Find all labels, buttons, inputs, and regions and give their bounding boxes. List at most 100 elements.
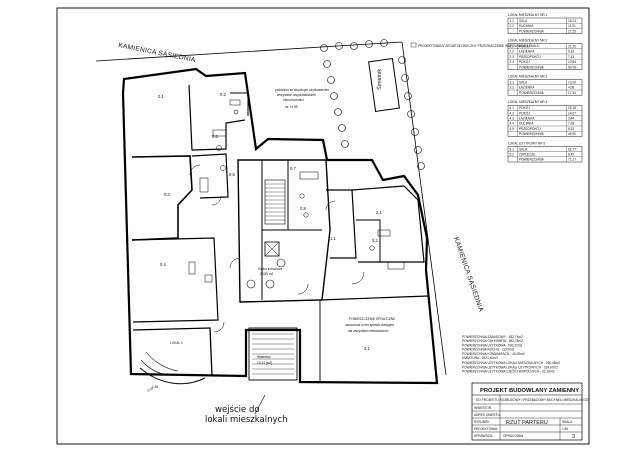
- room-label-2-1: 2.1: [376, 210, 382, 215]
- elevator-shaft: [264, 241, 280, 257]
- room-table-cell: 2.4: [510, 60, 515, 64]
- curved-stair: [140, 351, 179, 375]
- room-table-cell: POWIERZCHNIA: [519, 91, 545, 95]
- garden-bin-structure: [368, 58, 400, 112]
- summary-line: KUBATURA - 3521,40m3: [462, 356, 498, 360]
- room-table-cell: 16,24: [568, 19, 576, 23]
- lower-note-b: oznaczone w ten sposób dostępne: [345, 323, 394, 327]
- summary-note: POWIERZCHNIA UŻYTKOWA LOKALI MIESZKALNYC…: [462, 360, 560, 365]
- room-table-cell: 4,08: [568, 86, 574, 90]
- room-label-1-1: 1.1: [330, 236, 336, 241]
- title-project: PROJEKT BUDOWLANY ZAMIENNY: [480, 388, 579, 394]
- corridor-area: 16,31 [m2]: [257, 361, 272, 365]
- room-table-cell: 15,18: [568, 106, 576, 110]
- curved-feature: [139, 367, 206, 385]
- title-scale: 1:50: [562, 427, 568, 431]
- room-table-cell: 5.2: [510, 153, 515, 157]
- legend-swatch: [410, 42, 417, 48]
- summary-line: POWIERZCHNIA UŻYTKOWA - 500,12m2: [462, 342, 523, 347]
- room-table-cell: PRZEDPOKÓJ: [519, 126, 541, 131]
- title-author: OPRACOWAŁ: [503, 434, 524, 438]
- courtyard-ref: dz. nr 58: [285, 105, 298, 109]
- summary-line: POWIERZCHNIA RUCHU - 22,09m2: [462, 348, 514, 352]
- handwritten-entrance-a: wejście do: [215, 404, 260, 415]
- left-wing-wall: [131, 155, 193, 241]
- room-label-0-4: 0.4: [160, 262, 166, 267]
- room-table-cell: 2.1: [510, 45, 515, 49]
- handwritten-arrow: [254, 394, 266, 415]
- summary-line: POWIERZCHNIA KOMUNIKACJI - 40,09m2: [462, 352, 525, 356]
- room-table-cell: KUCHNIA: [519, 24, 534, 28]
- room-table-cell: 4.5: [510, 127, 515, 131]
- lower-hall-wall: [319, 295, 429, 301]
- room-3-2-wall: [356, 219, 381, 262]
- room-table-cell: PRZEDPOKÓJ: [519, 54, 541, 59]
- room-table-cell: POKÓJ: [519, 59, 530, 64]
- room-table-cell: 14,67: [568, 111, 576, 115]
- room-table-cell: 7,09: [568, 122, 574, 126]
- room-table-cell: SALA: [519, 19, 528, 23]
- room-table-cell: 71,17: [568, 158, 576, 162]
- room-table-cell: 12,84: [568, 60, 576, 64]
- room-label-0-2: 0.2: [220, 92, 226, 97]
- room-table-cell: 3,44: [568, 117, 574, 121]
- room-table-cell: 11,01: [568, 24, 576, 28]
- core-partitions: [261, 160, 322, 300]
- room-label-0-3: 0.3: [164, 192, 170, 197]
- legend-note: PROJEKTOWANY ZEGAR SŁONECZNY PRZEZNACZEN…: [418, 43, 540, 48]
- room-table-cell: 1.1: [510, 19, 515, 23]
- entrance-treads: [252, 333, 294, 375]
- title-address: ADRES OBIEKTU: [474, 413, 501, 417]
- room-label-0-6: 0.6: [229, 172, 235, 177]
- stair-treads: [265, 183, 285, 221]
- title-investor: INWESTOR:: [474, 406, 492, 410]
- stair-hall-area: 23,85 m2: [260, 272, 274, 276]
- central-core: [237, 159, 331, 303]
- room-table-title: LOKAL UŻYTKOWY NR 5: [508, 140, 545, 145]
- room-table-cell: POKÓJ: [519, 110, 530, 115]
- room-label-3-2: 3.2: [372, 238, 378, 243]
- room-table-cell: ZAPLECZE: [519, 153, 535, 157]
- title-checker: SPRAWDZIŁ: [474, 434, 493, 438]
- room-label-0-8: 0.8: [300, 206, 306, 211]
- title-scale-label: SKALA: [562, 420, 573, 424]
- room-table-cell: 6,52: [568, 127, 574, 131]
- room-table-cell: 5.1: [510, 147, 515, 151]
- room-table-title: LOKAL MIESZKALNY NR 4: [508, 100, 548, 104]
- room-table-cell: 27,25: [568, 29, 576, 33]
- stair-hall-label: Klatka schodowa: [258, 267, 282, 271]
- room-table-cell: 3.2: [510, 86, 515, 90]
- neighbor-wall-right: [401, 41, 447, 376]
- title-block-frame: [471, 382, 583, 441]
- room-table-cell: 13,26: [568, 81, 576, 85]
- courtyard-note-b: wszystkich współwłaścicieli: [277, 93, 316, 97]
- room-table-cell: POWIERZCHNIA: [519, 132, 545, 136]
- summary-note: POWIERZCHNIA UŻYTKOWA CZĘŚCI WSPÓLNYCH -…: [462, 369, 555, 374]
- sheet-frame: [56, 7, 590, 445]
- room-table-cell: 4.3: [510, 117, 515, 121]
- room-table-cell: ŁAZIENKA: [519, 86, 535, 90]
- room-table-cell: 21,35: [568, 45, 576, 49]
- numbered-markers: [246, 258, 286, 289]
- lower-note-c: dla wszystkich mieszkańców: [348, 329, 389, 333]
- courtyard-plants: [320, 39, 425, 170]
- room-label-0-5: 0.5: [212, 134, 218, 139]
- local-1-wall: [132, 327, 213, 377]
- room-0-2-wall: [188, 84, 246, 151]
- door-swings: [189, 164, 365, 333]
- elevation-stamp: 0,00: [147, 386, 155, 393]
- exterior-wall: [121, 67, 439, 385]
- room-0-4-wall: [131, 237, 219, 323]
- room-table-cell: 4.2: [510, 111, 515, 115]
- room-table-title: LOKAL MIESZKALNY NR 1: [508, 13, 548, 17]
- room-table-cell: 2.3: [510, 55, 515, 59]
- room-table-title: LOKAL MIESZKALNY NR 2: [508, 39, 548, 43]
- summary-line: POWIERZCHNIA ZABUDOWY - 652,74m2: [462, 335, 523, 339]
